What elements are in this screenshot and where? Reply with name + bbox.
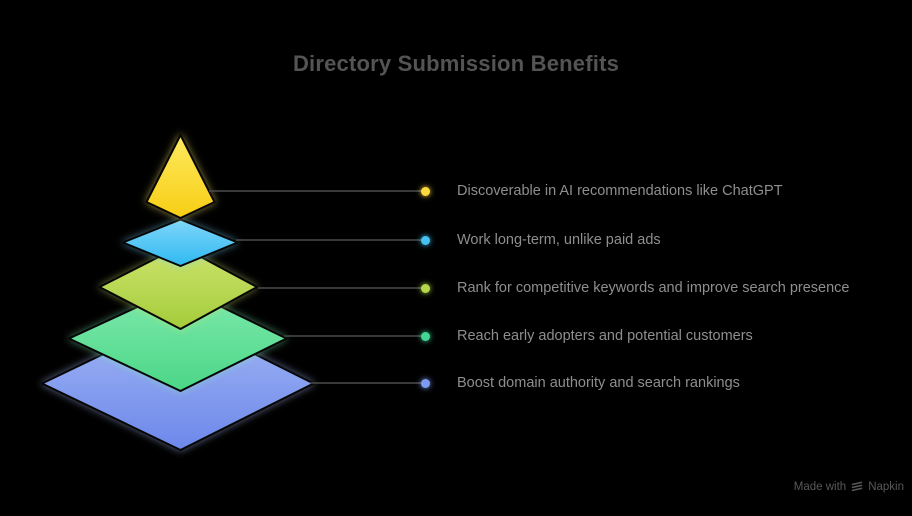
watermark-brand: Napkin: [868, 481, 904, 493]
legend-row-4: Reach early adopters and potential custo…: [421, 325, 753, 347]
legend-label: Work long-term, unlike paid ads: [457, 232, 661, 248]
page-title: Directory Submission Benefits: [292, 51, 620, 76]
legend-label: Boost domain authority and search rankin…: [457, 375, 740, 391]
legend-dot-cyan: [421, 235, 430, 245]
pyramid-layer-3: [98, 245, 258, 330]
legend-dot-lime: [421, 283, 430, 293]
watermark-prefix: Made with: [793, 481, 847, 493]
legend-row-2: Work long-term, unlike paid ads: [421, 229, 661, 251]
legend-dot-green: [421, 331, 430, 341]
pyramid-layer-2: [122, 218, 239, 267]
pyramid-layer-1: [145, 134, 216, 219]
legend-row-1: Discoverable in AI recommendations like …: [421, 180, 783, 202]
legend-label: Discoverable in AI recommendations like …: [457, 183, 783, 199]
pyramid-layer-4: [68, 286, 288, 392]
napkin-logo-icon: [851, 481, 863, 492]
legend-dot-blue: [421, 378, 430, 388]
legend-row-5: Boost domain authority and search rankin…: [421, 372, 740, 394]
legend-dot-yellow: [421, 186, 430, 196]
legend-label: Rank for competitive keywords and improv…: [457, 280, 850, 296]
legend-label: Reach early adopters and potential custo…: [457, 328, 753, 344]
watermark: Made with Napkin: [794, 481, 904, 493]
legend-row-3: Rank for competitive keywords and improv…: [421, 277, 849, 299]
